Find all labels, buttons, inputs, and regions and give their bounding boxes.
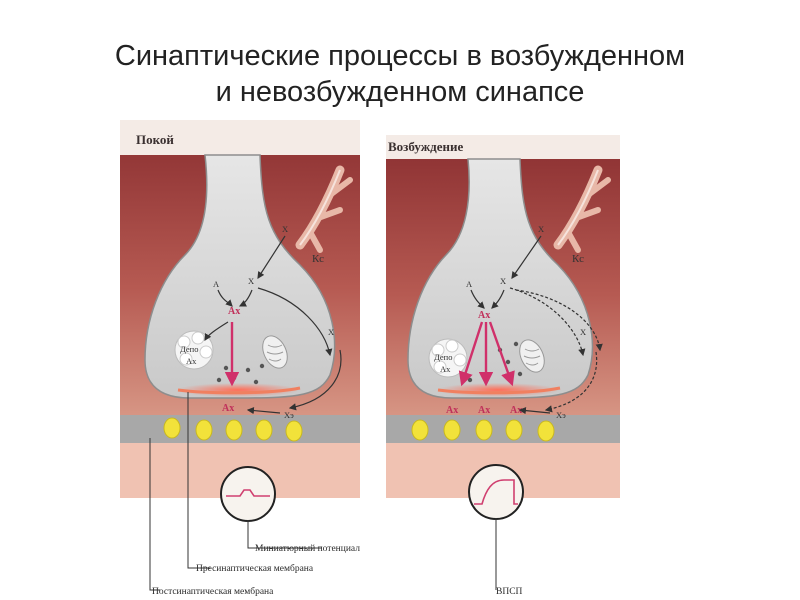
panel-label-excited: Возбуждение	[388, 139, 463, 154]
slide-title: Синаптические процессы в возбужденном и …	[0, 38, 800, 110]
x-label-upper: Х	[538, 224, 544, 234]
x-label: Х	[248, 276, 254, 286]
panel-label-rest: Покой	[136, 132, 174, 147]
depot-label: Депо	[434, 352, 452, 362]
ax-bottom-label: Ах	[222, 403, 234, 414]
ax-bottom-label-3: Ах	[510, 405, 522, 416]
miniature-potential-label: Миниатюрный потенциал	[255, 543, 360, 554]
nerve-branch	[295, 165, 353, 253]
ks-label: Кс	[572, 253, 584, 265]
panel-header-band	[386, 135, 620, 159]
xe-label: Хэ	[556, 410, 566, 420]
receptors	[411, 419, 555, 442]
x-label: Х	[500, 276, 506, 286]
receptors	[163, 417, 303, 442]
panel-header-band	[120, 120, 360, 155]
presynaptic-membrane-label: Пресинаптическая мембрана	[196, 563, 314, 574]
x-label-side: Х	[328, 327, 334, 337]
title-line-2: и невозбужденном синапсе	[215, 76, 585, 108]
depot-vesicles	[428, 338, 468, 378]
depot-sub-label: Ах	[440, 364, 451, 374]
presynaptic-terminal	[407, 158, 594, 399]
presynaptic-membrane	[177, 386, 301, 395]
mitochondrion	[519, 339, 545, 373]
a-label: А	[213, 279, 220, 289]
ax-bottom-label-2: Ах	[478, 405, 490, 416]
depot-label: Депо	[180, 344, 198, 354]
oscilloscope-epsp	[468, 464, 524, 520]
title-line-1: Синаптические процессы в возбужденном	[114, 40, 686, 72]
mitochondrion	[262, 335, 288, 369]
release-arrows	[458, 321, 515, 387]
postsynaptic-membrane-label: Постсинаптическая мембрана	[152, 586, 274, 597]
panel-excited: Возбуждение Кс Депо Ах А Х Х Х	[386, 135, 620, 520]
cycle-arrows	[204, 235, 342, 415]
oscilloscope-miniature	[220, 466, 276, 522]
a-label: А	[466, 279, 473, 289]
panel-rest: Покой Кс Депо Ах	[120, 120, 360, 522]
ks-label: Кс	[312, 253, 324, 265]
x-label-side: Х	[580, 327, 586, 337]
ax-label: Ах	[228, 306, 240, 317]
depot-sub-label: Ах	[186, 356, 197, 366]
depot-vesicles	[174, 330, 214, 370]
annotation-leaders	[149, 392, 497, 591]
ax-bottom-label-1: Ах	[446, 405, 458, 416]
ax-label: Ах	[478, 310, 490, 321]
cycle-arrows	[470, 235, 603, 415]
epsp-label: ВПСП	[496, 587, 523, 597]
presynaptic-membrane	[437, 386, 561, 395]
nerve-branch	[553, 165, 611, 253]
x-label-upper: Х	[282, 224, 288, 234]
xe-label: Хэ	[284, 410, 294, 420]
